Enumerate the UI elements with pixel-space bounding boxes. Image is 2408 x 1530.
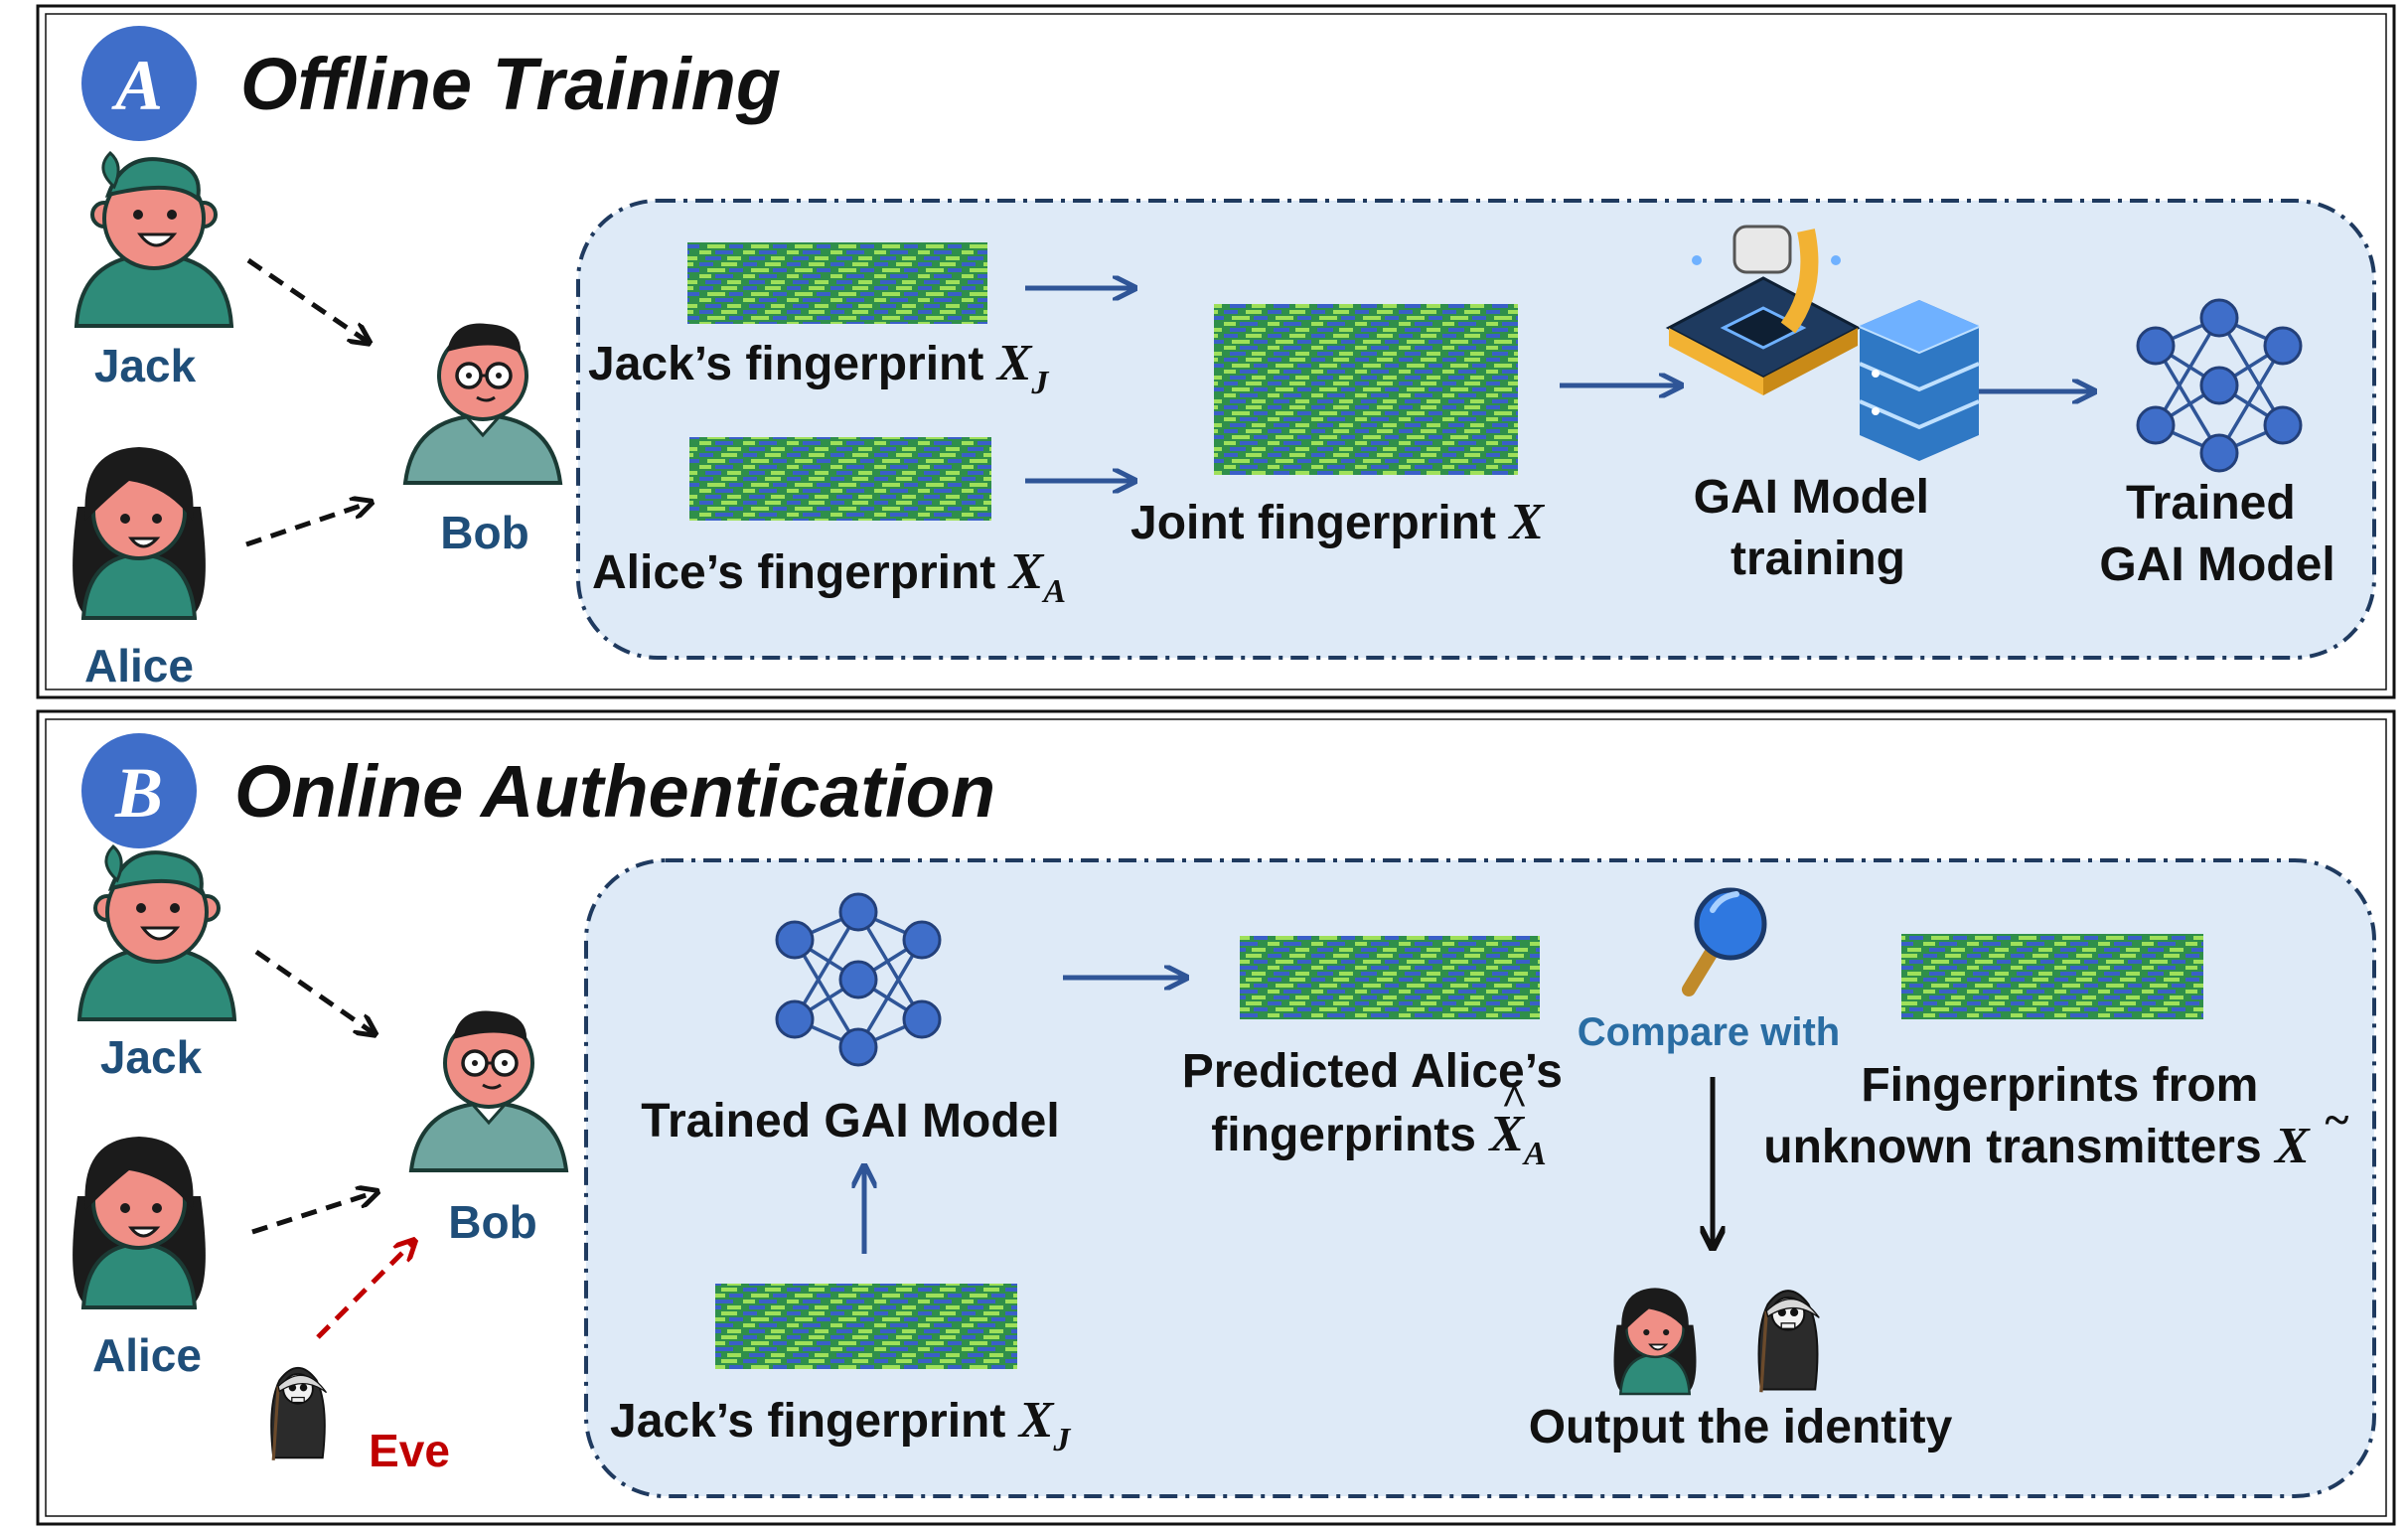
database-icon — [1859, 300, 1980, 461]
trained-model-label: Trained GAI Model — [641, 1095, 1059, 1148]
eve-reaper-icon — [269, 1366, 329, 1462]
eve-to-bob-arrow — [316, 1242, 413, 1339]
trained-model-label: Trained GAI Model — [2099, 477, 2334, 591]
jack-fingerprint-label: Jack’s fingerprint XJ — [610, 1392, 1071, 1458]
predicted-hat-accent: ^ — [1501, 1074, 1527, 1125]
bob-avatar — [409, 1008, 568, 1172]
output-alice-avatar — [1612, 1287, 1698, 1396]
joint-fingerprint-label: Joint fingerprint X — [1130, 494, 1545, 550]
alice-label: Alice — [92, 1329, 202, 1381]
badge-b-letter: B — [114, 753, 163, 833]
alice-fingerprint-label: Alice’s fingerprint XA — [592, 543, 1066, 610]
badge-a — [81, 26, 197, 141]
eve-label: Eve — [369, 1425, 450, 1476]
bob-avatar — [403, 321, 562, 485]
magnifier-icon — [1682, 887, 1767, 996]
chip-icon — [1665, 225, 1862, 395]
alice-avatar — [71, 445, 208, 620]
panel-b: B Online Authentication Jack Alice Bob E… — [36, 709, 2396, 1526]
output-identity-label: Output the identity — [1529, 1401, 1953, 1454]
alice-to-bob-arrow — [251, 1192, 376, 1235]
jack-fingerprint-block — [715, 1284, 1017, 1369]
output-reaper-icon — [1756, 1289, 1821, 1394]
bob-label: Bob — [448, 1196, 536, 1248]
jack-fingerprint-label: Jack’s fingerprint XJ — [588, 335, 1049, 401]
badge-a-letter: A — [111, 46, 163, 125]
joint-fingerprint-block — [1214, 304, 1518, 475]
alice-label: Alice — [84, 640, 194, 691]
panel-a: A Offline Training Jack Alice Bob Jack’s… — [36, 4, 2396, 699]
predicted-fingerprint-label: Predicted Alice’s fingerprints XA — [1182, 1045, 1577, 1172]
unknown-fingerprint-block — [1901, 934, 2203, 1019]
unknown-fingerprint-label: Fingerprints from unknown transmitters X — [1763, 1059, 2311, 1174]
alice-avatar — [71, 1135, 208, 1309]
alice-fingerprint-block — [689, 437, 991, 521]
compare-label: Compare with — [1578, 1010, 1840, 1054]
jack-label: Jack — [100, 1031, 203, 1083]
badge-b — [81, 733, 197, 848]
predicted-fingerprint-block — [1240, 936, 1540, 1019]
panel-b-title: Online Authentication — [234, 750, 995, 833]
jack-label: Jack — [94, 340, 197, 391]
gai-training-label: GAI Model training — [1694, 471, 1943, 585]
jack-avatar — [75, 151, 233, 328]
alice-to-bob-arrow — [245, 503, 370, 547]
panel-a-title: Offline Training — [240, 43, 781, 125]
unknown-tilde-accent: ~ — [2324, 1094, 2349, 1145]
jack-fingerprint-block — [687, 242, 987, 324]
jack-to-bob-arrow — [246, 257, 368, 342]
jack-avatar — [77, 844, 236, 1021]
bob-label: Bob — [440, 507, 528, 558]
jack-to-bob-arrow — [254, 949, 374, 1033]
